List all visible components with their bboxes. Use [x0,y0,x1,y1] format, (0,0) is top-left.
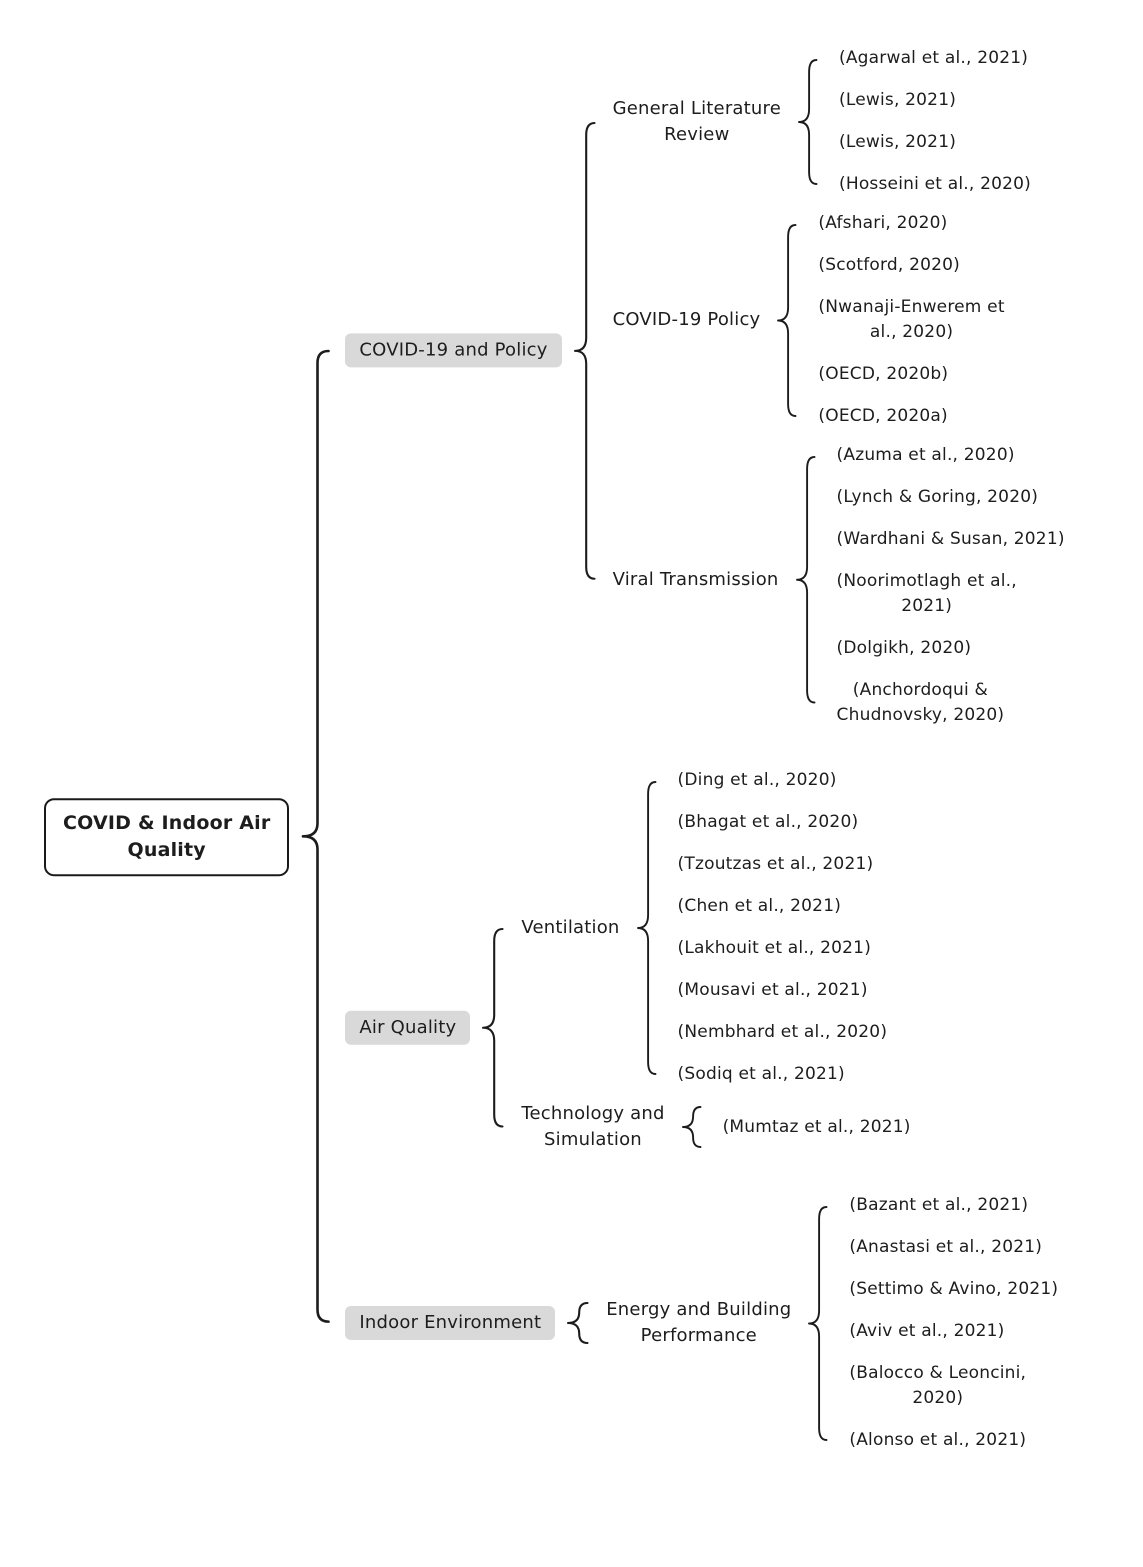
root-group: COVID & Indoor Air Quality COVID-19 and … [44,46,1143,1453]
citation: (Settimo & Avino, 2021) [849,1279,1059,1299]
topic-node: Ventilation [521,916,620,938]
topic-covid19-policy: COVID-19 Policy (Afshari, 2020) (Scotfor… [613,211,1005,429]
curly-brace-icon [681,1101,703,1153]
topic-viral-transmission: Viral Transmission (Azuma et al., 2020) … [613,443,1065,728]
curly-brace-icon [566,1193,590,1453]
citation: (Nembhard et al., 2020) [677,1022,888,1042]
citation: (Tzoutzas et al., 2021) [677,854,874,874]
citation: (Noorimotlagh et al., 2021) [836,571,1017,616]
topic-energy-and-building-performance: Energy and Building Performance (Bazant … [606,1193,1058,1453]
curly-brace-icon [301,46,331,1453]
curly-brace-icon [636,768,658,1087]
root-node: COVID & Indoor Air Quality [44,797,290,876]
citation: (Scotford, 2020) [818,255,961,275]
citation: (Mousavi et al., 2021) [677,980,868,1000]
citation: (Chen et al., 2021) [677,896,842,916]
topic-node: Energy and Building Performance [606,1299,792,1346]
curly-brace-icon [481,768,505,1153]
branch-covid-policy: COVID-19 and Policy General Literature R… [345,46,1064,728]
branch-node: COVID-19 and Policy [345,333,562,368]
citation: (Alonso et al., 2021) [849,1430,1027,1450]
citation: (Mumtaz et al., 2021) [722,1116,911,1137]
citation: (Nwanaji-Enwerem et al., 2020) [818,297,1005,342]
citation: (Bazant et al., 2021) [849,1195,1029,1215]
citation: (Lewis, 2021) [839,132,957,152]
citation: (OECD, 2020b) [818,364,949,384]
branch-indoor-environment: Indoor Environment Energy and Building P… [345,1193,1058,1453]
citation: (Sodiq et al., 2021) [677,1064,845,1084]
topic-ventilation: Ventilation (Ding et al., 2020) (Bhagat … [521,768,887,1087]
citation: (Azuma et al., 2020) [836,445,1015,465]
curly-brace-icon [807,1193,829,1453]
citation: (Wardhani & Susan, 2021) [836,529,1065,549]
curly-brace-icon [795,443,817,728]
brace-map-diagram: COVID & Indoor Air Quality COVID-19 and … [44,46,1143,1453]
citation: (Hosseini et al., 2020) [839,174,1031,194]
topic-technology-and-simulation: Technology and Simulation (Mumtaz et al.… [521,1101,910,1153]
citation: (Dolgikh, 2020) [836,638,972,658]
citation: (Lynch & Goring, 2020) [836,487,1039,507]
branch-node: Air Quality [345,1010,471,1045]
citation: (Agarwal et al., 2021) [839,48,1029,68]
topic-node: General Literature Review [612,97,781,145]
citation: (Lewis, 2021) [839,90,957,110]
citation: (Anchordoqui & Chudnovsky, 2020) [836,680,1005,725]
topic-general-literature-review: General Literature Review (Agarwal et al… [613,46,1031,197]
citation: (OECD, 2020a) [818,406,948,426]
branch-air-quality: Air Quality Ventilation (Ding et al., 20… [345,768,910,1153]
topic-node: Viral Transmission [612,568,779,590]
citation: (Afshari, 2020) [818,213,948,233]
citation: (Lakhouit et al., 2021) [677,938,872,958]
citation: (Anastasi et al., 2021) [849,1237,1043,1257]
citation: (Ding et al., 2020) [677,770,837,790]
curly-brace-icon [776,211,798,429]
topic-node: Technology and Simulation [521,1103,665,1150]
citation: (Bhagat et al., 2020) [677,812,859,832]
curly-brace-icon [797,46,819,197]
citation: (Aviv et al., 2021) [849,1321,1005,1341]
branch-node: Indoor Environment [345,1306,556,1340]
topic-node: COVID-19 Policy [612,309,761,330]
curly-brace-icon [573,46,597,728]
citation: (Balocco & Leoncini, 2020) [849,1363,1027,1408]
